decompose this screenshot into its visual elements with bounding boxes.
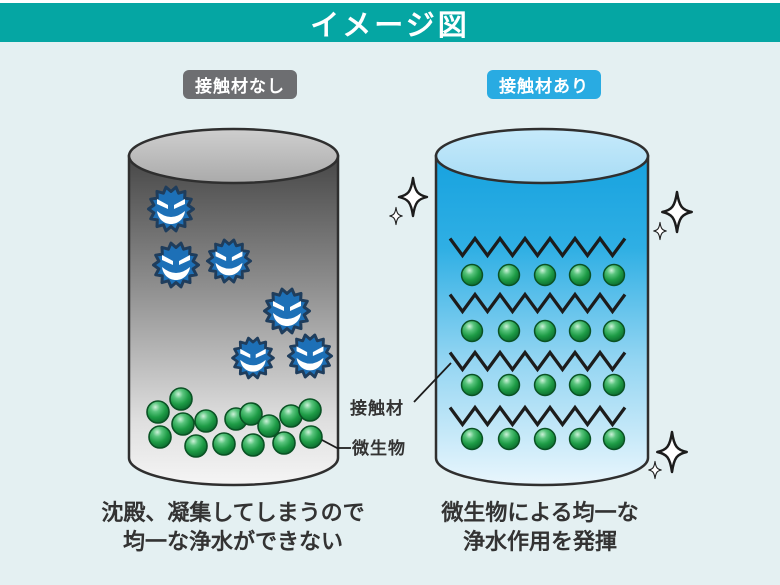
sparkle-icon [648, 460, 662, 480]
cylinder-with-contact-material [434, 127, 650, 487]
figure-header: イメージ図 [0, 3, 780, 42]
microorganism-ball [497, 427, 521, 451]
microorganism-ball [241, 433, 265, 457]
sparkle-icon [389, 206, 403, 226]
microorganism-ball [533, 373, 557, 397]
caption-right: 微生物による均一な 浄水作用を発揮 [400, 498, 680, 556]
zigzag-contact-material [448, 404, 627, 428]
microorganism-ball [602, 427, 626, 451]
sparkle-icon [661, 190, 693, 234]
microorganism-ball [497, 373, 521, 397]
microorganism-ball [272, 431, 296, 455]
microorganism-ball [257, 414, 281, 438]
microorganism-ball [460, 263, 484, 287]
microorganism-ball [171, 412, 195, 436]
microorganism-annotation: 微生物 [352, 439, 406, 458]
microorganism-ball [568, 427, 592, 451]
sparkle-icon [397, 176, 429, 218]
microorganism-ball [194, 409, 218, 433]
gray-cylinder-top [127, 127, 340, 185]
microorganism-leader-line [321, 439, 351, 449]
contact-material-media [448, 235, 627, 428]
cylinder-without-contact-material [127, 127, 340, 487]
microorganism-ball [533, 263, 557, 287]
microorganism-ball [533, 427, 557, 451]
blue-cylinder-top [434, 127, 650, 185]
comparison-diagram [127, 127, 693, 487]
microorganism-ball [460, 427, 484, 451]
contact-material-annotation: 接触材 [350, 399, 404, 418]
microorganism-ball [460, 319, 484, 343]
contact-material-leader-line [413, 362, 452, 403]
microorganism-ball [460, 373, 484, 397]
microorganism-ball [184, 434, 208, 458]
label-with-contact-material: 接触材あり [487, 70, 601, 99]
microorganism-ball [169, 387, 193, 411]
caption-left-line2: 均一な浄水ができない [122, 529, 343, 554]
zigzag-contact-material [448, 235, 627, 259]
microorganism-ball [602, 319, 626, 343]
microorganism-ball [568, 319, 592, 343]
zigzag-contact-material [448, 291, 627, 315]
microorganism-ball [568, 263, 592, 287]
microorganism-ball [602, 263, 626, 287]
microorganism-ball [148, 425, 172, 449]
sparkle-icon [653, 221, 667, 241]
caption-right-line1: 微生物による均一な [441, 500, 639, 525]
microorganism-ball [146, 400, 170, 424]
leader-lines [321, 362, 452, 449]
microorganism-ball [299, 425, 323, 449]
microorganism-ball [212, 432, 236, 456]
page-title: イメージ図 [310, 9, 470, 42]
caption-left-line1: 沈殿、凝集してしまうので [101, 500, 365, 525]
microorganism-ball [298, 398, 322, 422]
microorganism-ball [533, 319, 557, 343]
zigzag-contact-material [448, 349, 627, 373]
sparkle-icon [656, 430, 688, 474]
microorganism-ball [568, 373, 592, 397]
caption-left: 沈殿、凝集してしまうので 均一な浄水ができない [63, 498, 403, 556]
microorganism-ball [497, 263, 521, 287]
label-without-contact-material: 接触材なし [183, 70, 297, 99]
caption-right-line2: 浄水作用を発揮 [462, 529, 617, 554]
microorganism-ball [602, 373, 626, 397]
microorganism-ball [497, 319, 521, 343]
